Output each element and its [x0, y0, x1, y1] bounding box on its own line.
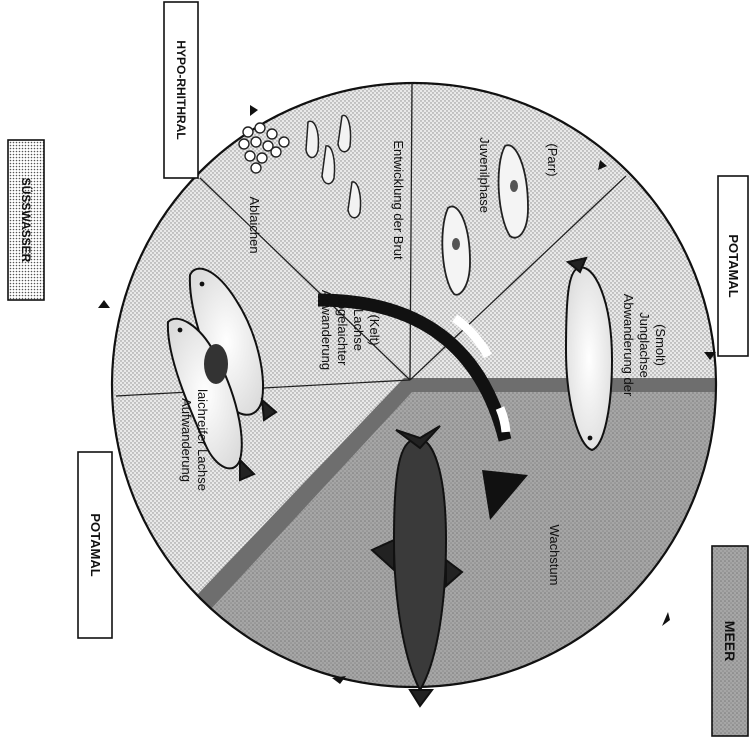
hypo-rhithral-box: HYPO-RHITHRAL [164, 2, 198, 178]
label-smolt-2: Junglachse [637, 312, 652, 378]
sea-legend: MEER [712, 546, 748, 736]
label-parr: (Parr) [545, 143, 560, 176]
hypo-rhithral-label: HYPO-RHITHRAL [174, 40, 188, 139]
label-growth: Wachstum [547, 525, 562, 586]
label-upstream-1: Aufwanderung [179, 398, 194, 482]
label-kelt-1: Abwanderung [319, 290, 334, 370]
label-kelt-2: abgelaichter [335, 295, 350, 366]
label-smolt-1: Abwanderung der [621, 294, 636, 397]
label-kelt-4: (Kelt) [367, 314, 382, 345]
potamal-left-box: POTAMAL [78, 452, 112, 638]
label-brood: Entwicklung der Brut [391, 140, 406, 260]
label-upstream-2: laichreifer Lachse [195, 389, 210, 491]
potamal-right-box: POTAMAL [718, 176, 748, 356]
label-juvenile: Juvenilphase [477, 137, 492, 213]
freshwater-label: SÜSSWASSER [19, 178, 34, 263]
label-smolt-3: (Smolt) [653, 324, 668, 366]
potamal-right-label: POTAMAL [726, 234, 741, 297]
potamal-left-label: POTAMAL [88, 513, 103, 576]
sea-label: MEER [722, 621, 738, 661]
label-kelt-3: Lachse [351, 309, 366, 351]
label-spawning: Ablaichen [247, 196, 262, 253]
freshwater-legend: SÜSSWASSER [8, 140, 44, 300]
